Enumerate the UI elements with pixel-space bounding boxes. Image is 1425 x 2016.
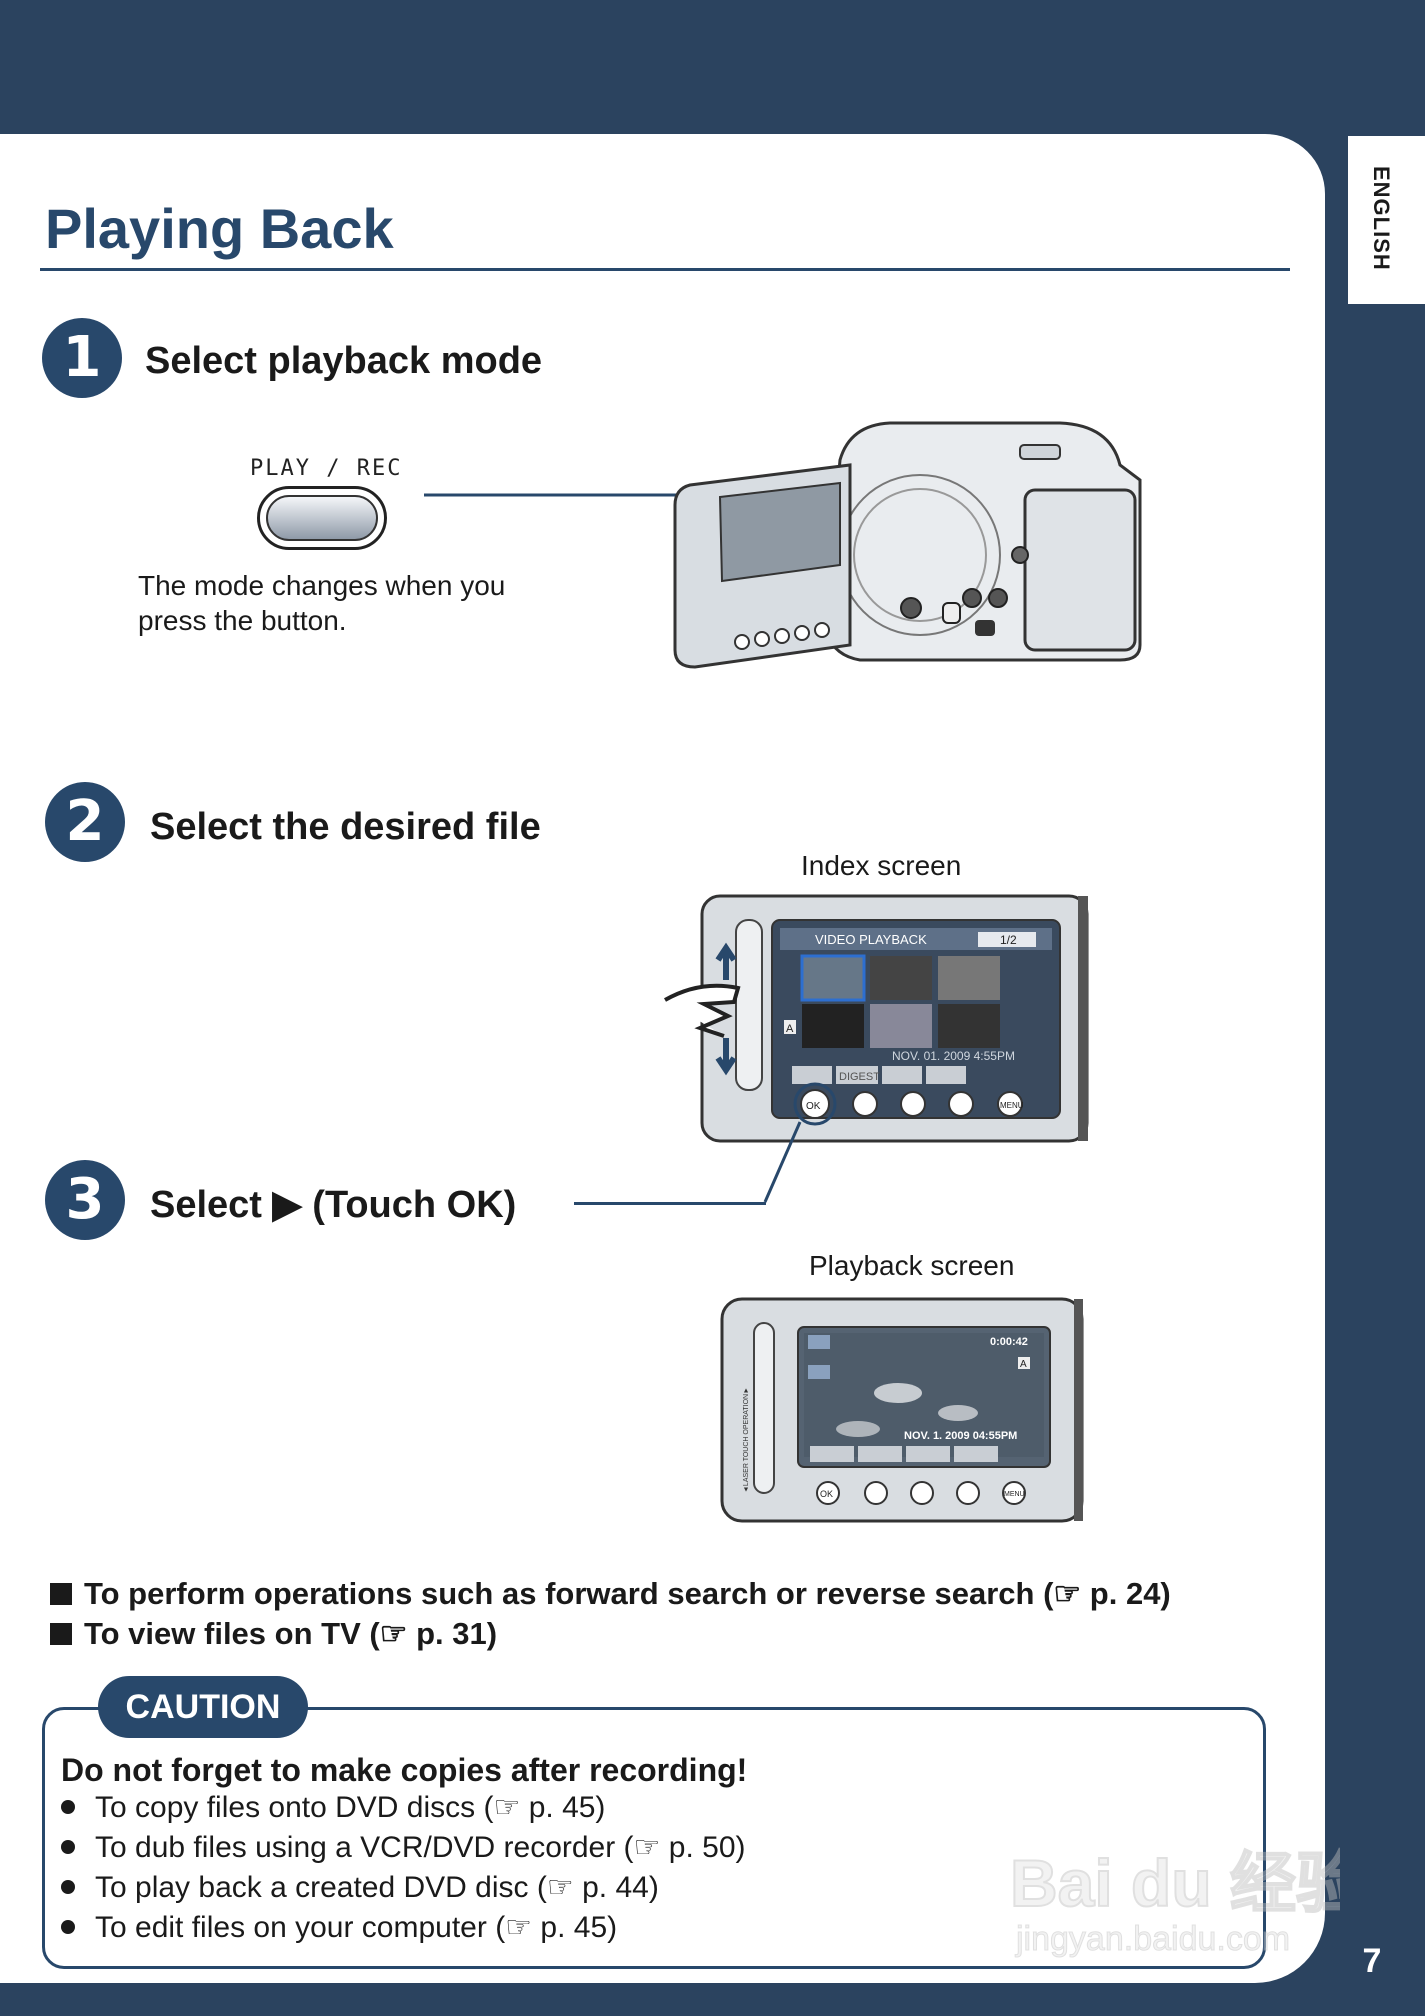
step-2-label: Select the desired file xyxy=(150,806,541,848)
watermark-brand: Bai du 经验 xyxy=(1010,1846,1340,1920)
caution-box xyxy=(42,1707,1266,1969)
playback-time: 0:00:42 xyxy=(990,1336,1028,1348)
language-tab: ENGLISH xyxy=(1348,136,1425,304)
index-page-indicator: 1/2 xyxy=(1000,933,1017,947)
title-divider xyxy=(40,268,1290,271)
caution-label: CAUTION xyxy=(98,1676,308,1738)
note-tv-text: To view files on TV (☞ p. 31) xyxy=(84,1616,498,1651)
language-tab-label: ENGLISH xyxy=(1369,166,1394,271)
step-2-number: 2 xyxy=(45,782,125,862)
caution-item-text: To play back a created DVD disc (☞ p. 44… xyxy=(95,1871,659,1904)
step-1-number: 1 xyxy=(42,318,122,398)
note-search-text: To perform operations such as forward se… xyxy=(84,1576,1171,1611)
caution-heading: Do not forget to make copies after recor… xyxy=(61,1752,748,1788)
step-1-label: Select playback mode xyxy=(145,340,543,382)
playback-menu-button: MENU xyxy=(1004,1491,1025,1498)
caution-item: To play back a created DVD disc (☞ p. 44… xyxy=(61,1870,659,1905)
play-rec-button xyxy=(257,486,387,550)
playback-mode-letter: A xyxy=(1020,1359,1027,1370)
index-screen-caption: Index screen xyxy=(801,850,962,881)
index-mode-letter: A xyxy=(786,1023,794,1035)
step-3-leader-line xyxy=(574,1202,766,1205)
caution-item-text: To copy files onto DVD discs (☞ p. 45) xyxy=(95,1791,606,1824)
index-ok-button: OK xyxy=(806,1101,821,1112)
caution-item: To edit files on your computer (☞ p. 45) xyxy=(61,1910,617,1945)
play-rec-label: PLAY / REC xyxy=(250,456,403,481)
playback-ok-button: OK xyxy=(820,1489,833,1499)
watermark-url: jingyan.baidu.com xyxy=(1015,1920,1290,1958)
playback-screen-caption: Playback screen xyxy=(809,1250,1015,1281)
page-number: 7 xyxy=(1362,1942,1382,1980)
page-title: Playing Back xyxy=(45,197,394,260)
index-datetime: NOV. 01. 2009 4:55PM xyxy=(892,1049,1015,1063)
caution-item-text: To edit files on your computer (☞ p. 45) xyxy=(95,1911,618,1944)
index-header-text: VIDEO PLAYBACK xyxy=(815,932,927,947)
caution-item: To copy files onto DVD discs (☞ p. 45) xyxy=(61,1790,605,1825)
laser-touch-label: ◄LASER TOUCH OPERATION► xyxy=(743,1387,750,1493)
index-digest-label: DIGEST xyxy=(839,1071,880,1083)
baidu-watermark: Bai du 经验 jingyan.baidu.com xyxy=(1010,1845,1340,1959)
index-menu-button: MENU xyxy=(1000,1101,1024,1110)
mode-note: The mode changes when you press the butt… xyxy=(138,570,506,636)
note-tv: To view files on TV (☞ p. 31) xyxy=(50,1616,497,1652)
camcorder-illustration xyxy=(424,421,1142,669)
caution-item: To dub files using a VCR/DVD recorder (☞… xyxy=(61,1830,746,1865)
note-search: To perform operations such as forward se… xyxy=(50,1576,1171,1612)
caution-item-text: To dub files using a VCR/DVD recorder (☞… xyxy=(95,1831,746,1864)
index-screen-illustration: VIDEO PLAYBACK 1/2 A NOV. 01. 2009 4:55P… xyxy=(664,894,1089,1203)
step-3-number: 3 xyxy=(45,1160,125,1240)
playback-datetime: NOV. 1. 2009 04:55PM xyxy=(904,1430,1017,1442)
playback-screen-illustration: ◄LASER TOUCH OPERATION► 0:00:42 A NOV. 1… xyxy=(720,1297,1084,1523)
step-3-label: Select ▶ (Touch OK) xyxy=(150,1184,517,1226)
